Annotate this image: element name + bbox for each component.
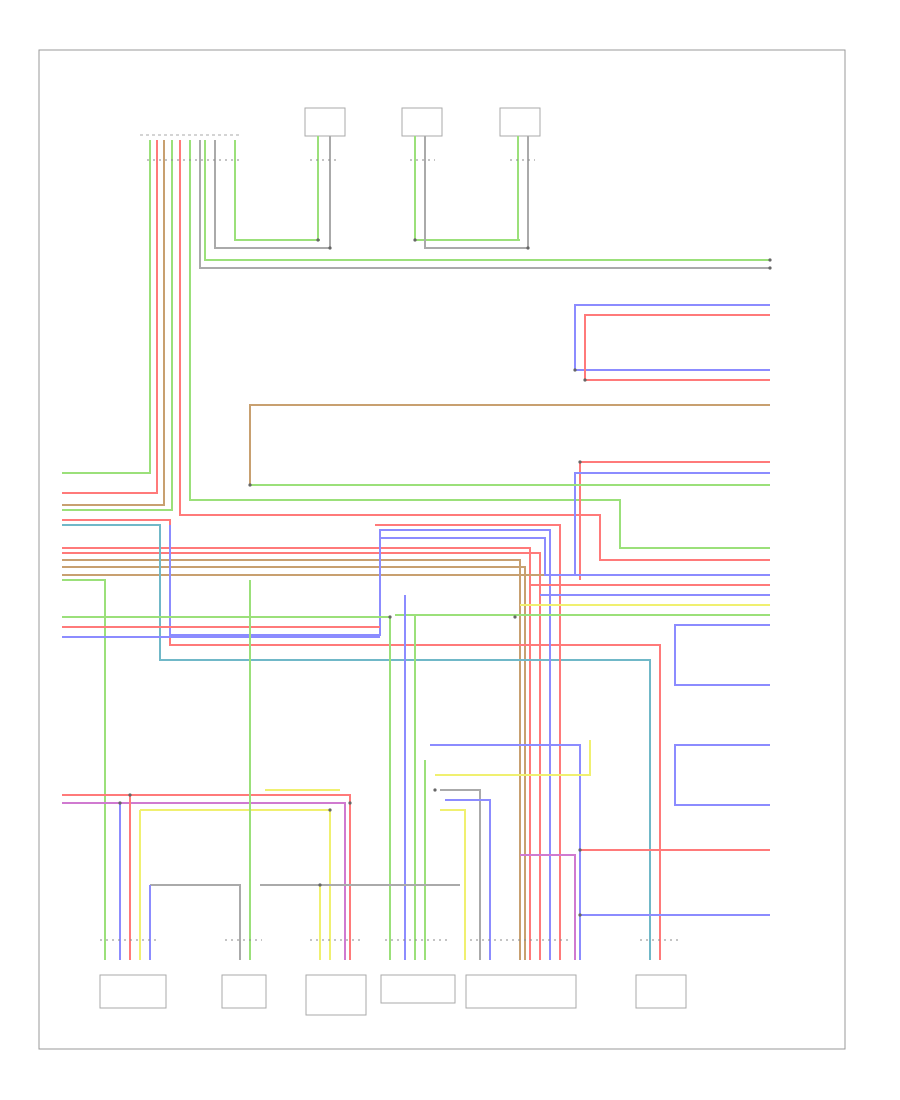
bottom-component-6	[635, 974, 687, 1009]
wire	[62, 140, 165, 506]
wire	[62, 524, 651, 960]
top-sensor-3	[499, 107, 541, 137]
wire	[214, 140, 330, 249]
connector-marks	[100, 159, 680, 941]
wire	[199, 140, 770, 269]
wires	[62, 136, 770, 960]
wire	[62, 616, 391, 960]
diagram-border	[38, 49, 846, 1050]
bottom-component-4	[380, 974, 456, 1004]
wire	[424, 136, 528, 249]
wire	[430, 744, 581, 960]
wire	[435, 740, 591, 776]
top-sensor-2	[401, 107, 443, 137]
wire	[674, 624, 770, 686]
bottom-component-1	[99, 974, 167, 1009]
bottom-component-3	[305, 974, 367, 1016]
wire	[62, 552, 541, 960]
wire	[169, 525, 551, 960]
wire	[62, 519, 661, 960]
wire	[445, 799, 491, 960]
bottom-component-5	[465, 974, 577, 1009]
wire	[234, 140, 320, 241]
wire	[579, 849, 770, 920]
wire	[62, 547, 531, 960]
wire	[574, 472, 770, 575]
top-sensor-1	[304, 107, 346, 137]
wire	[150, 884, 241, 960]
wire	[62, 566, 526, 960]
wire	[179, 140, 770, 561]
wire	[674, 744, 770, 806]
wire	[62, 794, 351, 960]
wire	[440, 809, 466, 960]
wire	[584, 314, 770, 381]
wire	[375, 524, 561, 960]
wire	[62, 140, 158, 494]
wire	[414, 136, 520, 241]
wire	[440, 789, 481, 960]
bottom-component-2	[221, 974, 267, 1009]
wire	[204, 140, 770, 261]
wire	[62, 802, 346, 960]
wire	[62, 559, 521, 960]
wire	[249, 404, 770, 485]
wire	[520, 854, 576, 960]
splice-points	[118, 238, 772, 917]
wire	[380, 537, 770, 576]
wire	[62, 579, 106, 960]
wire	[574, 304, 770, 371]
wire	[62, 140, 151, 474]
wire	[579, 461, 770, 580]
wire	[62, 140, 173, 511]
wire	[189, 140, 770, 549]
